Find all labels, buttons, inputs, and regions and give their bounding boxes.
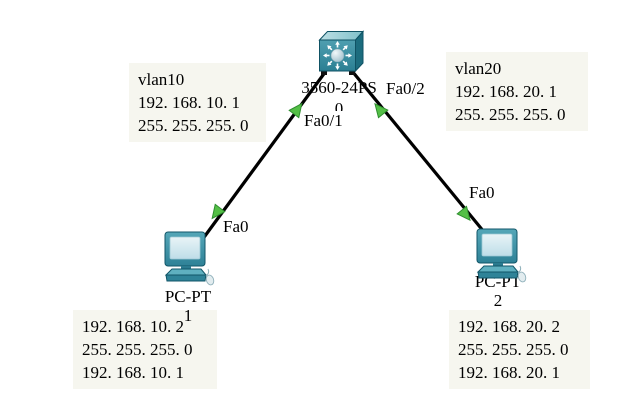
note-line: 192. 168. 10. 1 <box>138 93 240 112</box>
multilayer-switch-icon <box>318 30 365 75</box>
note-line: 192. 168. 20. 2 <box>458 317 560 336</box>
note-vlan10[interactable]: vlan10 192. 168. 10. 1 255. 255. 255. 0 <box>129 63 266 142</box>
note-vlan20[interactable]: vlan20 192. 168. 20. 1 255. 255. 255. 0 <box>446 52 588 131</box>
note-pc2-config[interactable]: 192. 168. 20. 2 255. 255. 255. 0 192. 16… <box>449 310 590 389</box>
pc1-device[interactable] <box>160 231 216 294</box>
pc1-label: PC-PT 1 <box>128 287 248 325</box>
link-up-arrow-fa0-2 <box>374 102 389 119</box>
pc2-name-label: 2 <box>493 291 503 310</box>
switch-label: 3560-24PS 0 <box>267 77 411 119</box>
switch-device[interactable] <box>318 30 365 81</box>
note-pc1-config[interactable]: 192. 168. 10. 2 255. 255. 255. 0 192. 16… <box>73 310 217 389</box>
pc-icon <box>476 228 527 283</box>
pc1-name-label: 1 <box>183 306 193 325</box>
radiating-arrows-glyph <box>323 41 352 70</box>
link-up-arrow-pc2-fa0 <box>456 205 471 222</box>
port-label-pc2-fa0: Fa0 <box>467 183 497 203</box>
note-line: vlan10 <box>138 70 185 89</box>
pc2-device[interactable] <box>472 228 528 291</box>
port-label-pc1-fa0: Fa0 <box>221 217 251 237</box>
note-line: 255. 255. 255. 0 <box>455 105 566 124</box>
note-line: 255. 255. 255. 0 <box>458 340 569 359</box>
note-line: vlan20 <box>455 59 502 78</box>
note-line: 255. 255. 255. 0 <box>138 116 249 135</box>
switch-model-label: 3560-24PS <box>301 78 377 97</box>
note-line: 192. 168. 10. 1 <box>82 363 184 382</box>
port-label-fa0-1: Fa0/1 <box>302 111 345 131</box>
note-line: 255. 255. 255. 0 <box>82 340 193 359</box>
link-up-arrow-fa0-1 <box>288 102 303 119</box>
switch-name-label: 0 <box>334 99 344 118</box>
port-label-fa0-2: Fa0/2 <box>384 79 427 99</box>
pc1-model-label: PC-PT <box>164 287 212 306</box>
note-line: 192. 168. 10. 2 <box>82 317 184 336</box>
link-up-arrow-pc1-fa0 <box>211 203 226 220</box>
note-line: 192. 168. 20. 1 <box>458 363 560 382</box>
note-line: 192. 168. 20. 1 <box>455 82 557 101</box>
pc-icon <box>164 231 215 286</box>
